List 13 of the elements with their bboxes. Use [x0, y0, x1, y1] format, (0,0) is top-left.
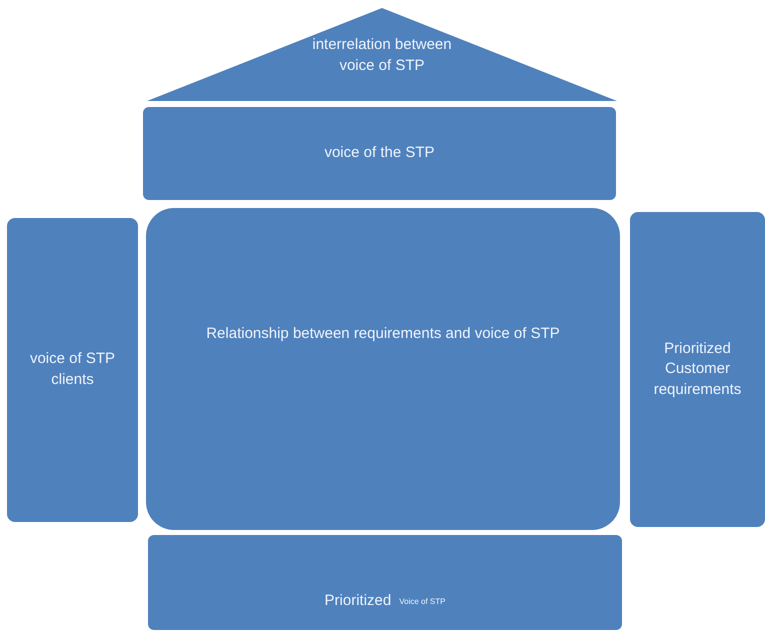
- triangle-roof: [147, 8, 617, 101]
- box-label: Relationship between requirements and voice of STP: [206, 324, 560, 344]
- process-box: [143, 107, 616, 200]
- box-sublabel: Voice of STP: [399, 596, 446, 607]
- process-box: [630, 212, 765, 527]
- process-box: [146, 208, 620, 530]
- box-label: Prioritized: [324, 591, 392, 612]
- box-label: voice of the STP: [324, 143, 435, 164]
- box-label: voice of STP clients: [28, 349, 116, 390]
- process-box: [7, 218, 138, 522]
- process-box: [148, 535, 622, 630]
- box-label: interrelation between voice of STP: [311, 34, 453, 76]
- box-label: Prioritized Customer requirements: [652, 338, 742, 400]
